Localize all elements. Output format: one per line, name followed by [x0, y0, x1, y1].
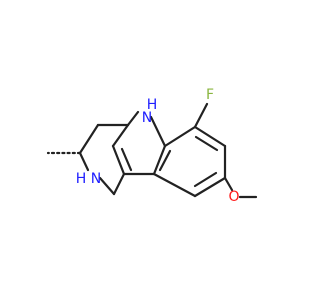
bond-c8a-n5	[149, 115, 167, 148]
methoxy-o-bond	[223, 176, 234, 192]
bond-c4a-c9b	[111, 123, 130, 148]
bond-c9-c8a-inner-double	[158, 149, 172, 172]
bond-c8-c7	[193, 125, 227, 148]
bond-c5-c9	[152, 172, 197, 198]
ring-nitrogen-symbol: N	[91, 171, 101, 187]
bond-n2-c1	[98, 176, 116, 196]
molecular-structure-diagram: H N H N O F	[46, 87, 258, 205]
fluorine-bond	[193, 102, 209, 129]
bond-c6-c5-inner-double	[193, 171, 218, 188]
bond-c8a-c8	[163, 125, 197, 148]
bond-c1-c9a	[112, 172, 126, 196]
bond-c9-c8a	[152, 144, 167, 176]
indole-nitrogen-label: H	[147, 97, 158, 113]
ring-nitrogen-hydrogen: H	[76, 171, 87, 187]
bond-c6-c5	[193, 176, 227, 198]
fluorine-label: F	[206, 87, 214, 103]
methoxy-oxygen-label: O	[228, 189, 239, 205]
bond-c9a-c9b-inner-double	[120, 147, 133, 172]
bond-n5-c4a	[126, 110, 140, 127]
bond-c4-c3	[78, 123, 100, 155]
bond-c3-n2	[78, 151, 90, 172]
bond-c8-c7-inner-double	[194, 135, 219, 152]
bond-c9b-c9a	[111, 144, 126, 176]
indole-nitrogen-symbol: N	[142, 110, 152, 126]
molecule-canvas: H N H N O F	[46, 87, 258, 205]
